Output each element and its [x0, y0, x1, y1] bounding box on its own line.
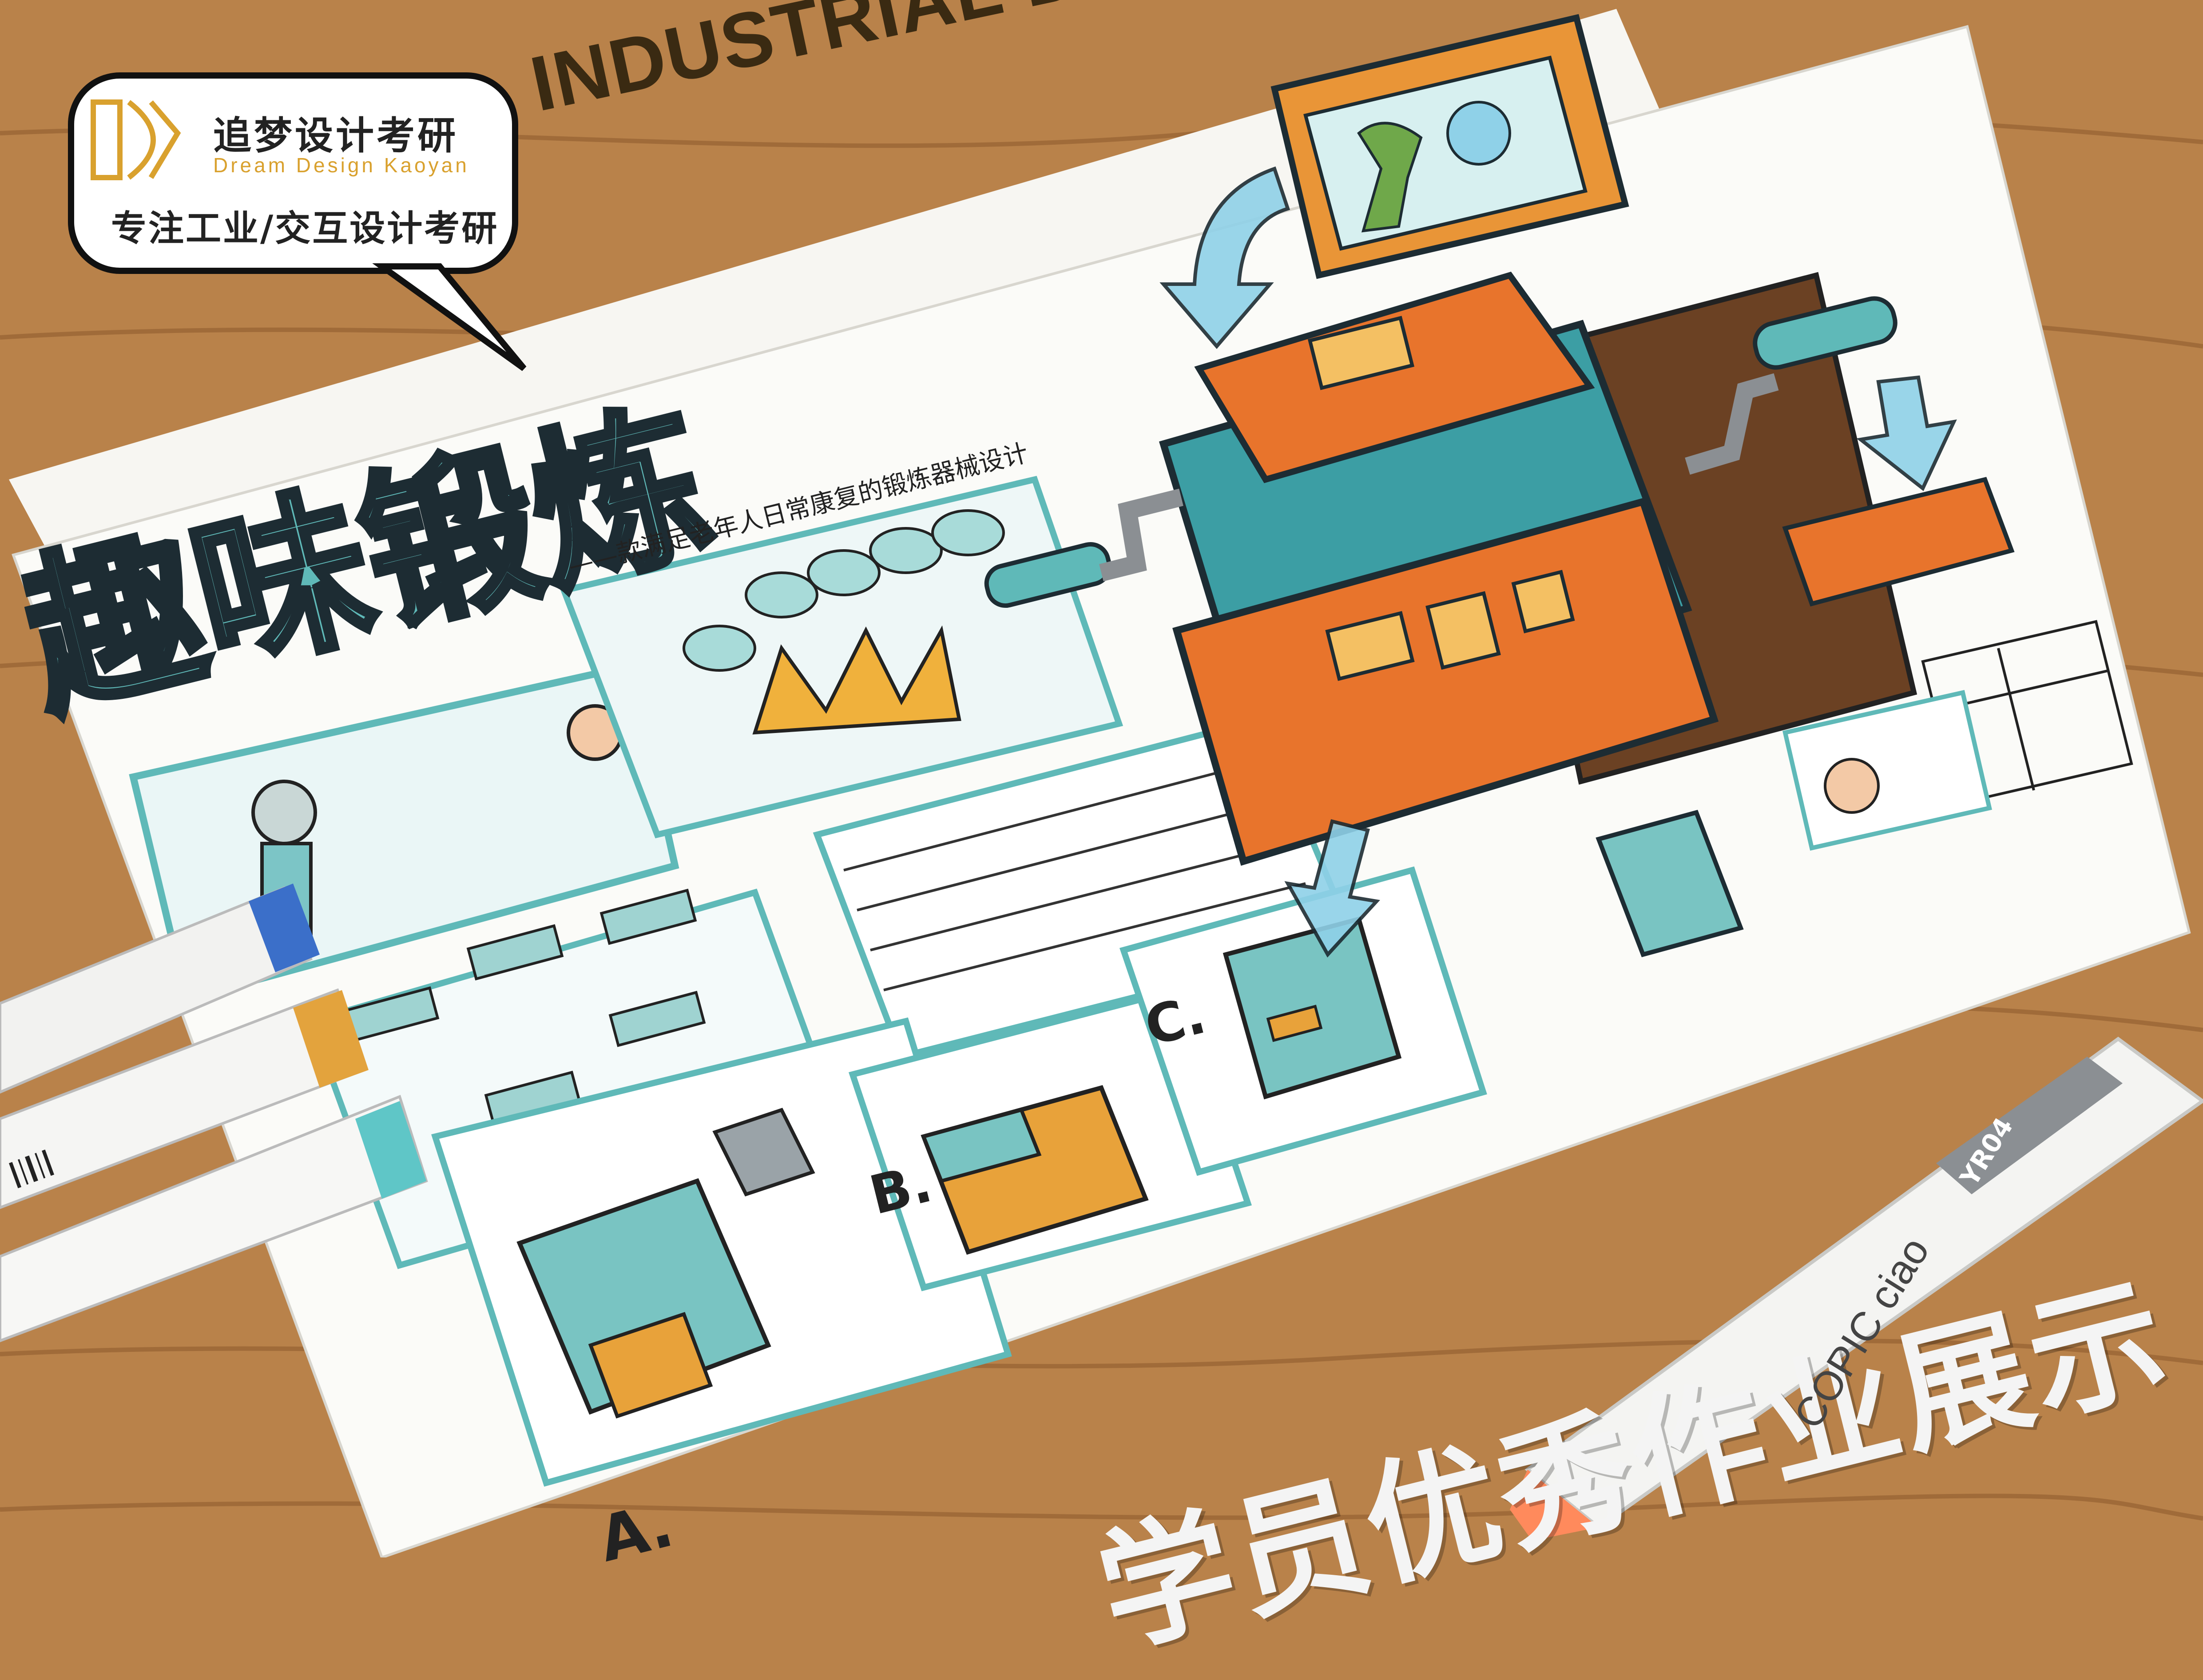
concept-a-box [431, 1017, 1012, 1487]
barcode [9, 1149, 55, 1189]
right-crank-handle [1685, 296, 1897, 475]
brand-name: 追梦设计考研 [213, 114, 458, 158]
concept-b-box [848, 986, 1252, 1292]
brand-tagline: 专注工业/交互设计考研 [111, 208, 499, 249]
photo-scene [0, 9, 2203, 1557]
marker-pens-left [0, 884, 428, 1343]
side-module-render [1782, 477, 2015, 607]
analysis-panel [560, 475, 1123, 839]
machine-lid [1194, 271, 1595, 483]
concept-c-box [1119, 866, 1487, 1176]
brand-name-en: Dream Design Kaoyan [213, 154, 469, 177]
brand-bubble [68, 72, 527, 371]
persona-card [1782, 690, 1993, 851]
opera-buttons [1307, 316, 1575, 681]
brand-logo-icon [91, 99, 181, 180]
opera-character [1446, 101, 1511, 166]
marker-pen-right [1510, 1037, 2203, 1541]
machine-lower-drawer [1172, 497, 1719, 866]
elderly-figure-left [251, 780, 317, 845]
crown-diagram [752, 625, 961, 735]
flow-arrows [1159, 166, 1957, 958]
left-crank-handle [984, 488, 1183, 608]
gear-module-render [1596, 809, 1744, 958]
tree-illustration [1357, 122, 1423, 233]
exercise-machine-render [984, 14, 2015, 958]
